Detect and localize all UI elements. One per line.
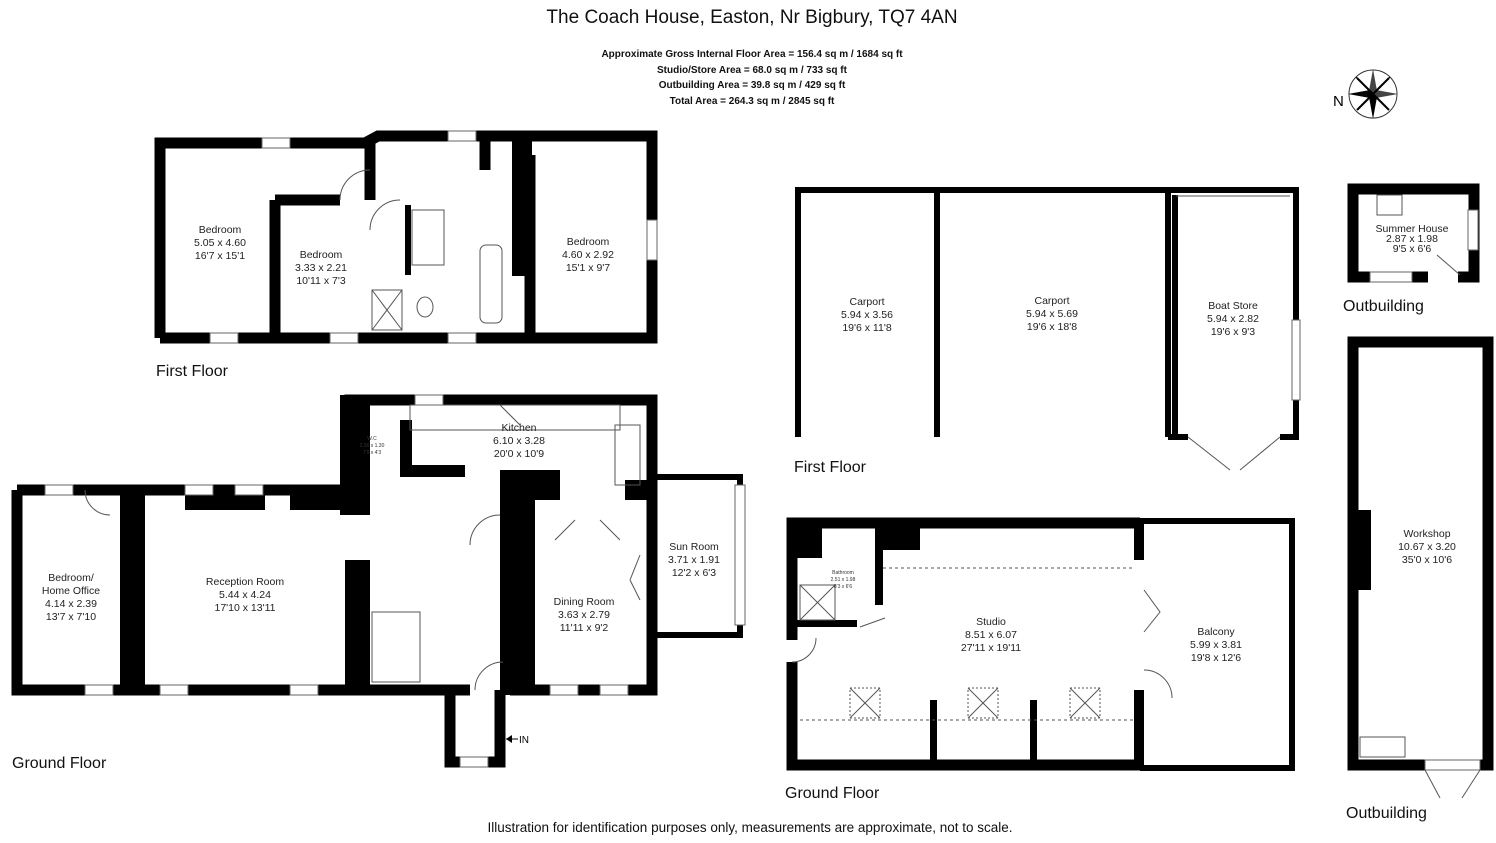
svg-text:19'6 x 11'8: 19'6 x 11'8 xyxy=(842,322,892,334)
svg-text:Studio: Studio xyxy=(976,616,1006,628)
svg-text:19'6 x 18'8: 19'6 x 18'8 xyxy=(1027,321,1077,333)
room-label-bathroom: Bathroom 2.51 x 1.98 8'3 x 6'6 xyxy=(831,570,856,590)
svg-text:6.10 x 3.28: 6.10 x 3.28 xyxy=(493,435,545,447)
plan-title: The Coach House, Easton, Nr Bigbury, TQ7… xyxy=(546,7,957,28)
svg-text:4.60 x 2.92: 4.60 x 2.92 xyxy=(562,249,614,261)
svg-text:5.94 x 3.56: 5.94 x 3.56 xyxy=(841,309,893,321)
svg-text:9'5 x 6'6: 9'5 x 6'6 xyxy=(1393,243,1432,255)
floor-label-summer-house: Outbuilding xyxy=(1343,298,1424,315)
workshop xyxy=(1347,336,1494,799)
svg-text:12'2 x 6'3: 12'2 x 6'3 xyxy=(672,567,716,579)
svg-text:Boat Store: Boat Store xyxy=(1208,300,1258,312)
area-total: Total Area = 264.3 sq m / 2845 sq ft xyxy=(670,96,835,107)
floor-label-workshop: Outbuilding xyxy=(1346,805,1427,822)
svg-text:20'0 x 10'9: 20'0 x 10'9 xyxy=(494,448,544,460)
svg-text:Summer House: Summer House xyxy=(1376,223,1449,235)
svg-text:10.67 x 3.20: 10.67 x 3.20 xyxy=(1398,541,1456,553)
room-label-balcony: Balcony 5.99 x 3.81 19'8 x 12'6 xyxy=(1190,626,1242,664)
room-label-bedroom-3: Bedroom 4.60 x 2.92 15'1 x 9'7 xyxy=(562,236,614,274)
svg-text:5.99 x 3.81: 5.99 x 3.81 xyxy=(1190,639,1242,651)
room-label-summer-house: Summer House 2.87 x 1.98 9'5 x 6'6 xyxy=(1376,223,1449,255)
room-label-sun-room: Sun Room 3.71 x 1.91 12'2 x 6'3 xyxy=(668,541,720,579)
area-gross: Approximate Gross Internal Floor Area = … xyxy=(601,49,903,60)
svg-text:W.C: W.C xyxy=(367,436,377,442)
svg-text:Bedroom/: Bedroom/ xyxy=(48,572,94,584)
svg-text:Carport: Carport xyxy=(849,296,884,308)
svg-text:19'6 x 9'3: 19'6 x 9'3 xyxy=(1211,326,1255,338)
svg-text:13'7 x 7'10: 13'7 x 7'10 xyxy=(46,611,96,623)
svg-text:5.44 x 4.24: 5.44 x 4.24 xyxy=(219,589,271,601)
room-label-kitchen: Kitchen 6.10 x 3.28 20'0 x 10'9 xyxy=(493,422,545,460)
svg-text:Carport: Carport xyxy=(1034,295,1069,307)
room-label-workshop: Workshop 10.67 x 3.20 35'0 x 10'6 xyxy=(1398,528,1456,566)
house-first-floor xyxy=(154,130,658,344)
svg-text:5.94 x 2.82: 5.94 x 2.82 xyxy=(1207,313,1259,325)
svg-text:8'3 x 6'6: 8'3 x 6'6 xyxy=(834,584,853,590)
svg-text:Reception Room: Reception Room xyxy=(206,576,284,588)
svg-text:3.71 x 1.91: 3.71 x 1.91 xyxy=(668,554,720,566)
svg-text:11'11 x 9'2: 11'11 x 9'2 xyxy=(560,622,609,634)
svg-text:3.33 x 2.21: 3.33 x 2.21 xyxy=(295,262,347,274)
svg-text:5.05 x 4.60: 5.05 x 4.60 xyxy=(194,237,246,249)
floor-label-store-first: First Floor xyxy=(794,459,867,476)
house-ground-floor xyxy=(11,394,746,768)
area-outbuilding: Outbuilding Area = 39.8 sq m / 429 sq ft xyxy=(659,80,846,91)
svg-text:Workshop: Workshop xyxy=(1403,528,1450,540)
svg-text:Bathroom: Bathroom xyxy=(832,570,854,576)
svg-text:2.51 x 1.98: 2.51 x 1.98 xyxy=(831,577,856,583)
entrance-marker: IN xyxy=(506,735,529,746)
svg-text:3.63 x 2.79: 3.63 x 2.79 xyxy=(558,609,610,621)
svg-text:Bedroom: Bedroom xyxy=(567,236,610,248)
room-label-boat-store: Boat Store 5.94 x 2.82 19'6 x 9'3 xyxy=(1207,300,1259,338)
room-label-bedroom-home-office: Bedroom/ Home Office 4.14 x 2.39 13'7 x … xyxy=(42,572,100,623)
room-label-dining: Dining Room 3.63 x 2.79 11'11 x 9'2 xyxy=(554,596,615,634)
svg-text:7'9 x 4'3: 7'9 x 4'3 xyxy=(363,450,382,456)
svg-text:Dining Room: Dining Room xyxy=(554,596,615,608)
room-label-bedroom-1: Bedroom 5.05 x 4.60 16'7 x 15'1 xyxy=(194,224,246,262)
store-ground-floor xyxy=(786,517,1295,771)
svg-text:27'11 x 19'11: 27'11 x 19'11 xyxy=(961,642,1021,654)
store-first-floor xyxy=(795,187,1301,471)
svg-text:15'1 x 9'7: 15'1 x 9'7 xyxy=(566,262,610,274)
room-label-wc: W.C 2.36 x 1.30 7'9 x 4'3 xyxy=(360,436,385,456)
floor-label-store-ground: Ground Floor xyxy=(785,785,880,802)
svg-text:2.87 x 1.98: 2.87 x 1.98 xyxy=(1386,233,1438,245)
svg-text:IN: IN xyxy=(519,735,529,746)
svg-text:35'0 x 10'6: 35'0 x 10'6 xyxy=(1402,554,1452,566)
room-label-carport-1: Carport 5.94 x 3.56 19'6 x 11'8 xyxy=(841,296,893,334)
svg-text:Bedroom: Bedroom xyxy=(199,224,242,236)
room-label-bedroom-2: Bedroom 3.33 x 2.21 10'11 x 7'3 xyxy=(295,249,347,287)
area-studio: Studio/Store Area = 68.0 sq m / 733 sq f… xyxy=(657,65,848,76)
svg-text:2.36 x 1.30: 2.36 x 1.30 xyxy=(360,443,385,449)
svg-text:Balcony: Balcony xyxy=(1197,626,1235,638)
floor-label-house-first: First Floor xyxy=(156,363,229,380)
room-label-carport-2: Carport 5.94 x 5.69 19'6 x 18'8 xyxy=(1026,295,1078,333)
svg-text:Sun Room: Sun Room xyxy=(669,541,719,553)
room-label-reception: Reception Room 5.44 x 4.24 17'10 x 13'11 xyxy=(206,576,284,614)
room-label-studio: Studio 8.51 x 6.07 27'11 x 19'11 xyxy=(961,616,1021,654)
svg-text:4.14 x 2.39: 4.14 x 2.39 xyxy=(45,598,97,610)
svg-text:Home Office: Home Office xyxy=(42,585,100,597)
svg-text:5.94 x 5.69: 5.94 x 5.69 xyxy=(1026,308,1078,320)
compass-north-label: N xyxy=(1333,93,1344,110)
svg-text:16'7 x 15'1: 16'7 x 15'1 xyxy=(195,250,245,262)
svg-text:17'10 x 13'11: 17'10 x 13'11 xyxy=(214,602,275,614)
disclaimer: Illustration for identification purposes… xyxy=(487,820,1012,835)
summer-house xyxy=(1347,183,1480,283)
compass-rose-icon xyxy=(1348,69,1398,119)
svg-text:19'8 x 12'6: 19'8 x 12'6 xyxy=(1191,652,1241,664)
svg-text:8.51 x 6.07: 8.51 x 6.07 xyxy=(965,629,1017,641)
svg-text:10'11 x 7'3: 10'11 x 7'3 xyxy=(296,275,346,287)
floor-label-house-ground: Ground Floor xyxy=(12,755,107,772)
svg-text:Kitchen: Kitchen xyxy=(501,422,536,434)
svg-text:Bedroom: Bedroom xyxy=(300,249,343,261)
